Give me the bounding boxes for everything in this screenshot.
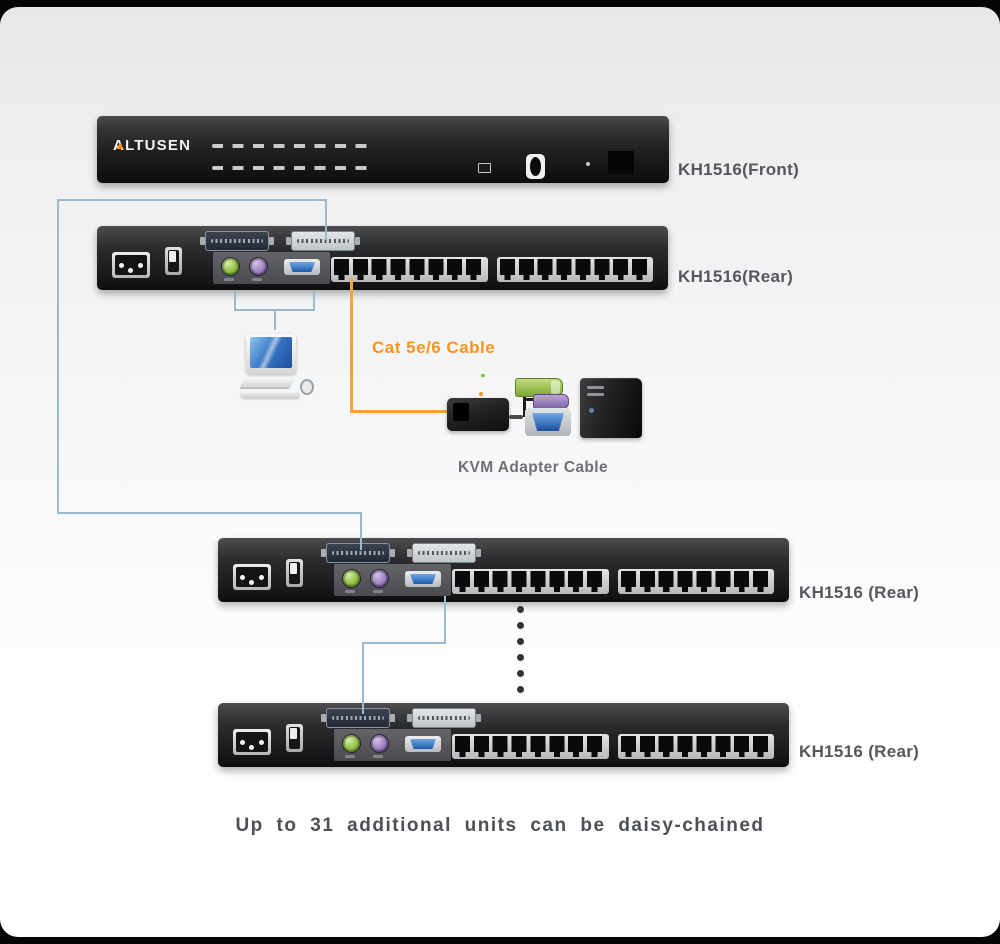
keyboard-port-label — [345, 590, 355, 593]
power-socket-icon — [233, 729, 271, 755]
dot-icon — [517, 638, 524, 645]
console-port-panel — [334, 564, 451, 596]
usb-port-icon — [526, 154, 545, 179]
dot-icon — [517, 622, 524, 629]
daisy-chain-out-port — [407, 708, 481, 728]
rj45-port-bank-1 — [331, 257, 488, 282]
kvm-adapter-label: KVM Adapter Cable — [457, 459, 609, 476]
cable-segment — [234, 290, 236, 311]
firmware-reset-icon — [478, 163, 491, 173]
keyboard-port-label — [224, 278, 234, 281]
cable-segment — [313, 290, 315, 311]
cable-segment — [362, 642, 364, 714]
console-port-panel — [334, 729, 451, 761]
altusen-logo-accent-icon — [116, 143, 124, 149]
kvm-switch-rear-chain-2 — [218, 703, 789, 767]
adapter-cord — [509, 415, 523, 419]
kvm-adapter-illustration — [437, 370, 649, 442]
power-button — [608, 150, 634, 174]
unit-label-rear-chain-2: KH1516 (Rear) — [799, 742, 920, 761]
cable-segment — [360, 512, 362, 550]
console-port-panel — [213, 252, 330, 284]
daisy-chain-in-port — [321, 708, 395, 728]
rj45-port-bank-2 — [618, 734, 774, 759]
vga-port-icon — [284, 259, 320, 275]
cable-segment — [57, 199, 327, 201]
rj45-port-bank-1 — [452, 569, 609, 594]
kvm-switch-front: ALTUSEN — [97, 116, 669, 183]
port-led-row-1 — [212, 144, 372, 148]
port-led-row-2 — [212, 166, 372, 170]
daisy-chain-in-port — [200, 231, 274, 251]
power-switch-icon — [286, 559, 303, 587]
power-socket-icon — [112, 252, 150, 278]
unit-label-rear-chain-1: KH1516 (Rear) — [799, 583, 920, 602]
mouse-icon — [300, 379, 314, 395]
kvm-switch-rear-chain-1 — [218, 538, 789, 602]
kvm-switch-rear-main — [97, 226, 668, 290]
rj45-port-bank-2 — [618, 569, 774, 594]
ps2-keyboard-port-icon — [221, 257, 240, 276]
rj45-port-bank-2 — [497, 257, 653, 282]
drive-bay-slot — [587, 393, 604, 396]
diagram-caption: Up to 31 additional units can be daisy-c… — [235, 815, 765, 836]
adapter-orange-led — [479, 392, 483, 396]
server-tower-icon — [580, 378, 642, 438]
cable-branch — [523, 398, 535, 401]
vga-port-icon — [405, 571, 441, 587]
cable-segment — [444, 596, 446, 644]
keyboard-icon — [239, 379, 295, 389]
cable-segment — [274, 309, 276, 330]
monitor-screen — [250, 337, 292, 368]
ps2-mouse-port-icon — [370, 569, 389, 588]
cable-segment — [362, 642, 446, 644]
dot-icon — [517, 686, 524, 693]
mouse-port-label — [252, 278, 262, 281]
mouse-port-label — [373, 755, 383, 758]
adapter-green-led — [481, 374, 485, 377]
tower-power-led — [589, 408, 594, 413]
cable-segment — [57, 199, 59, 514]
power-switch-icon — [165, 247, 182, 275]
unit-label-rear-main: KH1516(Rear) — [678, 267, 794, 286]
power-switch-icon — [286, 724, 303, 752]
rj45-port-bank-1 — [452, 734, 609, 759]
altusen-logo: ALTUSEN — [113, 137, 192, 154]
unit-label-front: KH1516(Front) — [678, 160, 800, 179]
adapter-rj45-jack — [453, 403, 469, 421]
keyboard-port-label — [345, 755, 355, 758]
drive-bay-slot — [587, 386, 604, 389]
computer-base — [241, 390, 299, 398]
dot-icon — [517, 670, 524, 677]
ps2-mouse-port-icon — [370, 734, 389, 753]
cat5-cable-label: Cat 5e/6 Cable — [372, 338, 496, 357]
ps2-mouse-plug-icon — [533, 394, 569, 409]
vga-port-icon — [405, 736, 441, 752]
computer-icon — [239, 334, 314, 400]
cable-segment — [350, 278, 353, 413]
power-socket-icon — [233, 564, 271, 590]
cable-segment — [325, 199, 327, 240]
daisy-chain-in-port — [321, 543, 395, 563]
power-led-icon — [586, 162, 590, 166]
cable-segment — [350, 410, 452, 413]
daisy-chain-out-port — [407, 543, 481, 563]
cable-segment — [57, 512, 362, 514]
mouse-port-label — [373, 590, 383, 593]
vga-plug-icon — [525, 408, 571, 436]
dot-icon — [517, 606, 524, 613]
ps2-mouse-port-icon — [249, 257, 268, 276]
dot-icon — [517, 654, 524, 661]
daisy-chain-out-port — [286, 231, 360, 251]
ps2-keyboard-port-icon — [342, 569, 361, 588]
ps2-keyboard-port-icon — [342, 734, 361, 753]
